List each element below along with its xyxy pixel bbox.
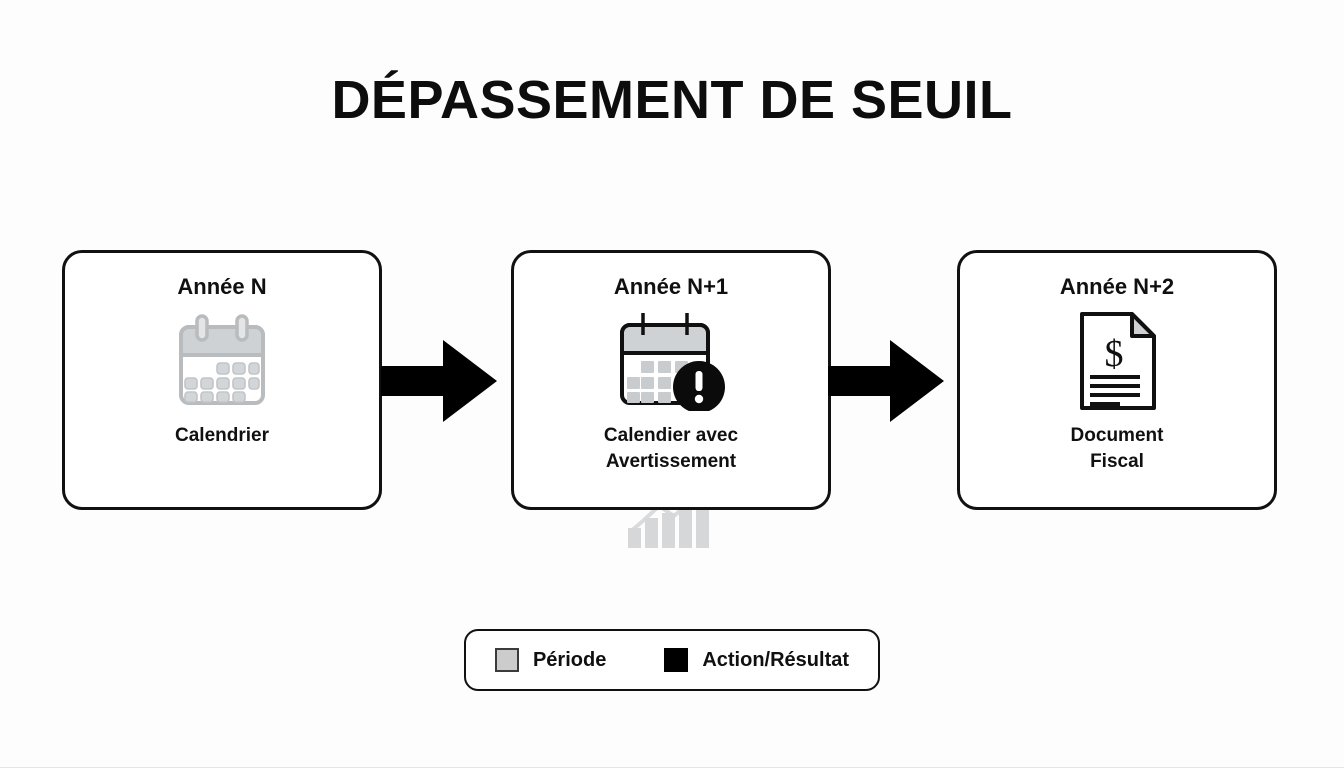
fiscal-document-icon: $ [1074,309,1160,413]
flow-step-annee-n-plus-2[interactable]: Année N+2 $ Document Fiscal [957,250,1277,510]
calendar-icon [172,309,272,413]
svg-text:$: $ [1105,333,1124,375]
flow-step-title: Année N+2 [1059,274,1175,299]
calendar-warning-icon [615,309,727,413]
process-flow: Année N [0,250,1344,512]
flow-step-label: Document Fiscal [1070,425,1164,472]
legend-swatch-periode [494,648,519,672]
page-title: DÉPASSEMENT DE SEUIL [331,70,1013,130]
flow-step-annee-n[interactable]: Année N [62,250,382,510]
flow-step-title: Année N [177,274,267,299]
legend-item-action-resultat: Action/Résultat [664,648,849,672]
flow-step-title: Année N+1 [613,274,729,299]
flow-step-annee-n-plus-1[interactable]: Année N+1 [511,250,831,510]
legend-item-periode: Période [494,648,607,672]
legend-label-periode: Période [532,649,607,671]
legend-label-action-resultat: Action/Résultat [702,649,850,671]
legend: Période Action/Résultat [464,629,880,691]
flow-step-label: Calendier avec Avertissement [603,425,739,472]
flow-step-label: Calendrier [175,425,269,446]
arrow-right-icon [828,338,946,424]
arrow-right-icon [381,338,499,424]
legend-swatch-action-resultat [664,648,689,672]
